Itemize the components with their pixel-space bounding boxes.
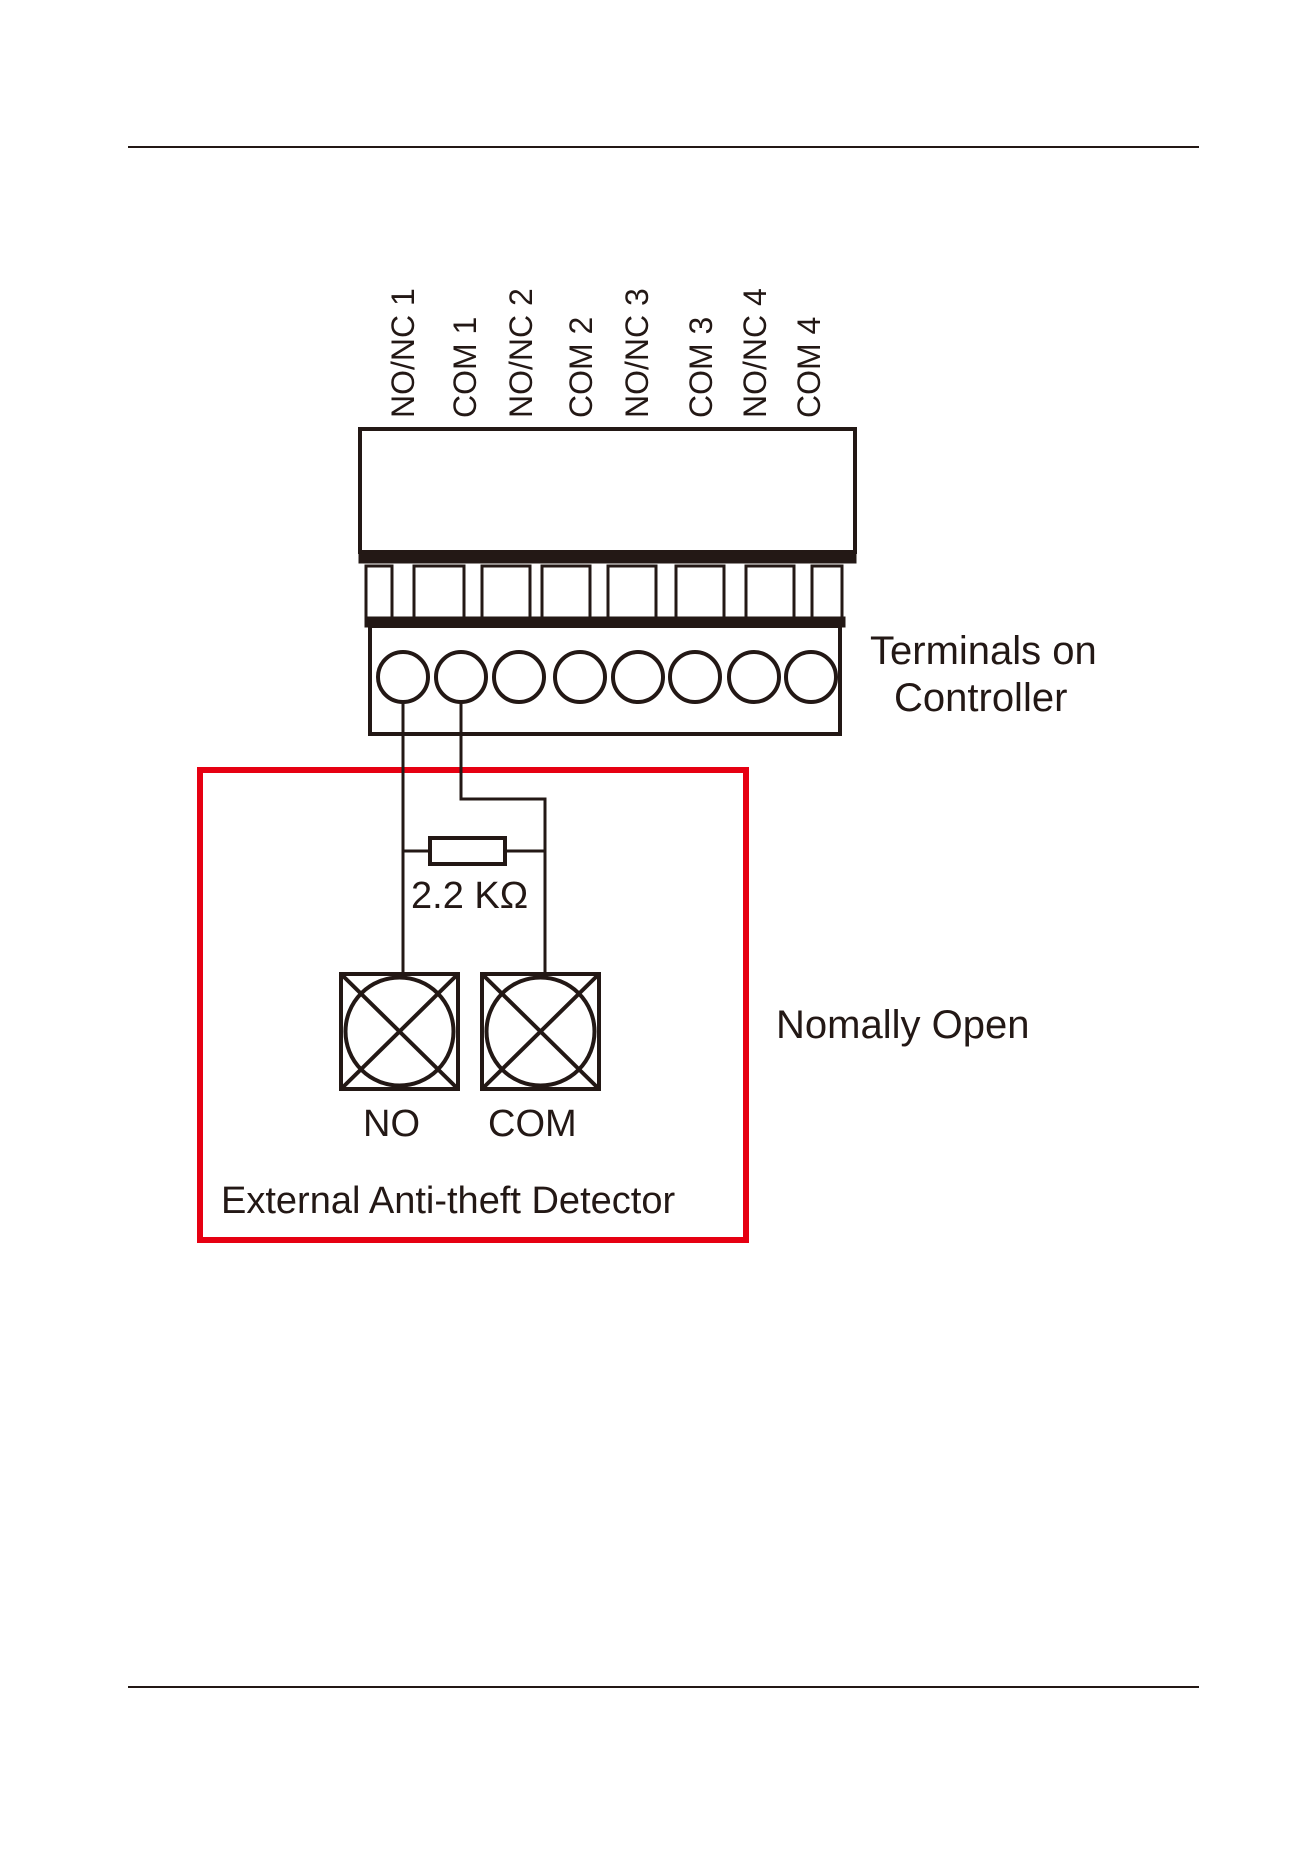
terminal-label: NO/NC 2 — [503, 288, 539, 418]
terminal-block — [360, 429, 855, 734]
terminal-label: COM 4 — [791, 317, 827, 418]
terminals-caption-line2: Controller — [894, 676, 1067, 720]
screw-hole — [378, 652, 428, 702]
screw-post — [414, 566, 464, 618]
screw-hole — [729, 652, 779, 702]
screw-post — [482, 566, 530, 618]
detector-no-label: NO — [363, 1103, 420, 1145]
screw-post — [676, 566, 724, 618]
terminal-label: NO/NC 3 — [619, 288, 655, 418]
terminal-label: COM 2 — [563, 317, 599, 418]
screw-hole — [494, 652, 544, 702]
terminals-caption-line1: Terminals on — [870, 629, 1097, 673]
screw-post — [746, 566, 794, 618]
terminal-label: COM 1 — [447, 317, 483, 418]
screw-post — [812, 566, 842, 618]
detector-no-contact — [341, 974, 458, 1089]
screw-hole — [555, 652, 605, 702]
detector-title: External Anti-theft Detector — [221, 1180, 675, 1222]
screw-post — [542, 566, 590, 618]
resistor — [430, 838, 505, 864]
terminal-housing — [360, 429, 855, 552]
terminal-label: NO/NC 1 — [385, 288, 421, 418]
terminal-housing-base — [360, 552, 855, 562]
terminal-label: NO/NC 4 — [737, 288, 773, 418]
mode-label: Nomally Open — [776, 1003, 1029, 1047]
terminal-labels: NO/NC 1 COM 1 NO/NC 2 COM 2 NO/NC 3 COM … — [385, 288, 827, 418]
screw-hole — [613, 652, 663, 702]
screw-post — [366, 566, 392, 618]
screw-hole — [436, 652, 486, 702]
screw-posts — [366, 566, 842, 618]
resistor-label: 2.2 KΩ — [411, 875, 528, 917]
detector-com-contact — [482, 974, 599, 1089]
screw-hole — [786, 652, 836, 702]
screw-hole — [670, 652, 720, 702]
detector-com-label: COM — [488, 1103, 577, 1145]
screw-post — [608, 566, 656, 618]
terminal-label: COM 3 — [683, 317, 719, 418]
screw-holes — [378, 652, 836, 702]
